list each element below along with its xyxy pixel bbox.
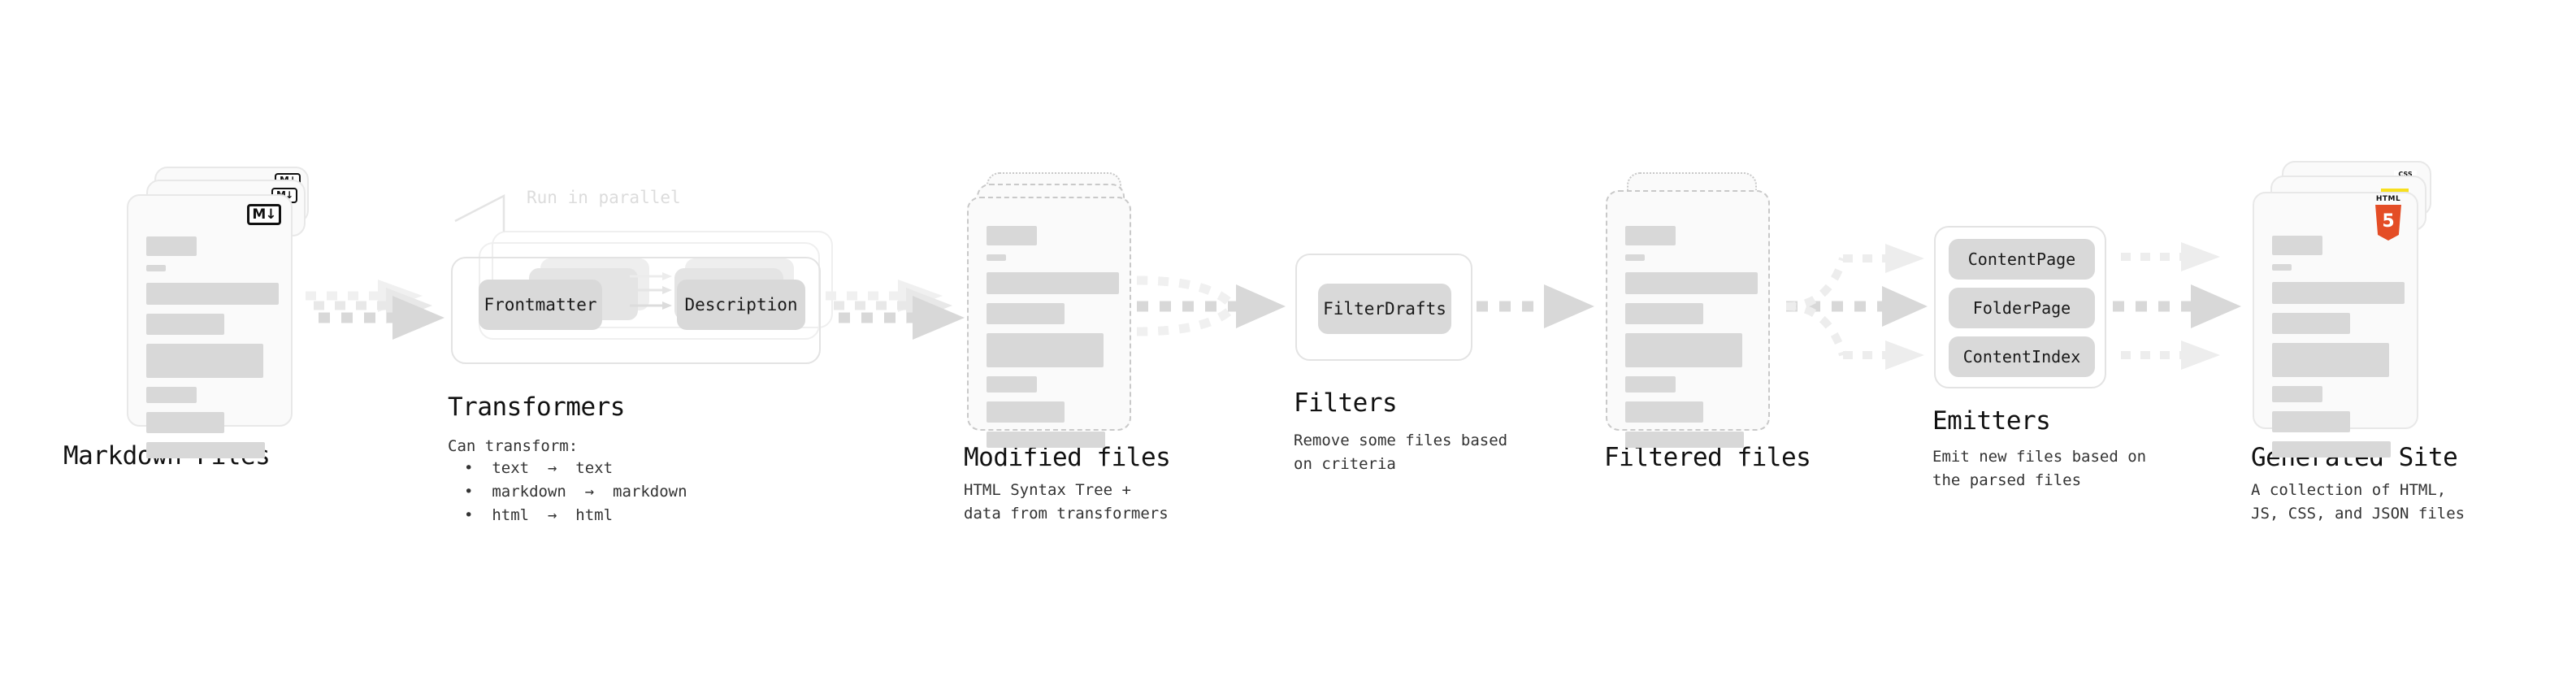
run-in-parallel-annotation: Run in parallel — [527, 188, 681, 207]
connector-markdown-to-transformers — [306, 280, 445, 340]
content-bar — [2272, 441, 2391, 458]
content-bar — [1625, 432, 1744, 448]
connector-filtered-to-emitters — [1785, 244, 1928, 370]
modified-files-heading: Modified files — [964, 443, 1171, 472]
content-bar — [987, 376, 1037, 393]
transformers-heading: Transformers — [448, 393, 625, 422]
markdown-card-front: M↓ — [127, 194, 293, 458]
site-card-html: HTML — [2253, 192, 2418, 458]
transformers-group-front — [451, 257, 821, 364]
content-bar — [2272, 411, 2350, 432]
filters-group: FilterDrafts — [1295, 254, 1472, 361]
list-item: html → html — [464, 504, 687, 527]
transformer-pill-description-label: Description — [684, 295, 798, 314]
content-bar — [987, 226, 1037, 245]
content-bar — [1625, 303, 1703, 324]
content-bar — [146, 344, 263, 378]
transformer-pill-frontmatter[interactable]: Frontmatter — [479, 280, 602, 330]
list-item: markdown → markdown — [464, 480, 687, 504]
content-bar — [1625, 272, 1758, 294]
emitter-pill-contentpage[interactable]: ContentPage — [1949, 239, 2095, 280]
content-bar — [987, 401, 1065, 423]
generated-site-subtext: A collection of HTML, JS, CSS, and JSON … — [2251, 481, 2465, 523]
content-bar — [1625, 333, 1742, 367]
content-bar — [2272, 343, 2389, 377]
content-bar — [146, 314, 224, 335]
filtered-card-stack — [1606, 172, 1785, 448]
content-bar — [1625, 254, 1645, 261]
emitter-pill-contentpage-label: ContentPage — [1967, 249, 2076, 269]
emitter-pill-contentindex[interactable]: ContentIndex — [1949, 336, 2095, 377]
emitters-heading: Emitters — [1932, 406, 2051, 436]
filters-heading: Filters — [1294, 388, 1398, 418]
connector-filters-to-filtered — [1477, 284, 1594, 328]
content-bar — [1625, 376, 1676, 393]
modified-card-front — [967, 197, 1131, 448]
content-bar — [2272, 264, 2292, 271]
modified-card-stack — [967, 172, 1146, 448]
html5-badge: HTML — [2373, 195, 2404, 241]
site-card-content — [2272, 236, 2405, 466]
filter-pill-filterdrafts[interactable]: FilterDrafts — [1318, 284, 1451, 334]
filtered-card-content — [1625, 226, 1758, 457]
markdown-card-content — [146, 236, 279, 467]
emitters-group: ContentPage FolderPage ContentIndex — [1934, 226, 2106, 388]
filtered-card-front — [1606, 190, 1770, 448]
transformer-pill-description[interactable]: Description — [677, 280, 805, 330]
connector-emitters-to-site — [2113, 242, 2241, 370]
transformer-pill-frontmatter-label: Frontmatter — [484, 295, 597, 314]
transformer-inner-arrows — [630, 272, 672, 310]
html5-badge-label: HTML — [2375, 195, 2401, 203]
content-bar — [146, 412, 224, 433]
content-bar — [1625, 226, 1676, 245]
transformers-capability-list: text → text markdown → markdown html → h… — [464, 457, 687, 527]
content-bar — [146, 265, 166, 271]
filtered-files-heading: Filtered files — [1604, 443, 1811, 472]
content-bar — [1625, 401, 1703, 423]
content-bar — [2272, 282, 2405, 304]
emitter-pill-folderpage-label: FolderPage — [1972, 298, 2071, 318]
content-bar — [2272, 386, 2322, 402]
content-bar — [2272, 313, 2350, 334]
content-bar — [2272, 236, 2322, 255]
content-bar — [146, 236, 197, 256]
content-bar — [987, 303, 1065, 324]
transformers-subtext: Can transform: — [448, 437, 579, 455]
connector-modified-to-filters — [1136, 275, 1286, 336]
filters-subtext: Remove some files based on criteria — [1294, 432, 1508, 473]
connector-transformers-to-modified — [826, 280, 965, 340]
markdown-badge: M↓ — [247, 204, 281, 225]
modified-files-subtext: HTML Syntax Tree + data from transformer… — [964, 481, 1169, 523]
content-bar — [146, 387, 197, 403]
content-bar — [146, 283, 279, 305]
content-bar — [146, 442, 265, 458]
stage-generated-site: CSS HTML — [2251, 161, 2465, 523]
emitter-pill-contentindex-label: ContentIndex — [1962, 347, 2081, 367]
markdown-card-stack: M↓ M↓ M↓ — [127, 167, 314, 458]
content-bar — [987, 333, 1104, 367]
content-bar — [987, 272, 1119, 294]
site-card-stack: CSS HTML — [2253, 161, 2439, 458]
stage-markdown-files: M↓ M↓ M↓ Markdown Files — [63, 167, 314, 471]
modified-card-content — [987, 226, 1119, 457]
filter-pill-filterdrafts-label: FilterDrafts — [1323, 299, 1446, 319]
content-bar — [987, 254, 1006, 261]
list-item: text → text — [464, 457, 687, 480]
stage-modified-files: Modified files HTML Syntax Tree + data f… — [964, 172, 1171, 523]
stage-filtered-files: Filtered files — [1604, 172, 1811, 472]
emitters-subtext: Emit new files based on the parsed files — [1932, 448, 2147, 489]
content-bar — [987, 432, 1105, 448]
run-in-parallel-leader — [454, 193, 505, 232]
emitter-pill-folderpage[interactable]: FolderPage — [1949, 288, 2095, 328]
